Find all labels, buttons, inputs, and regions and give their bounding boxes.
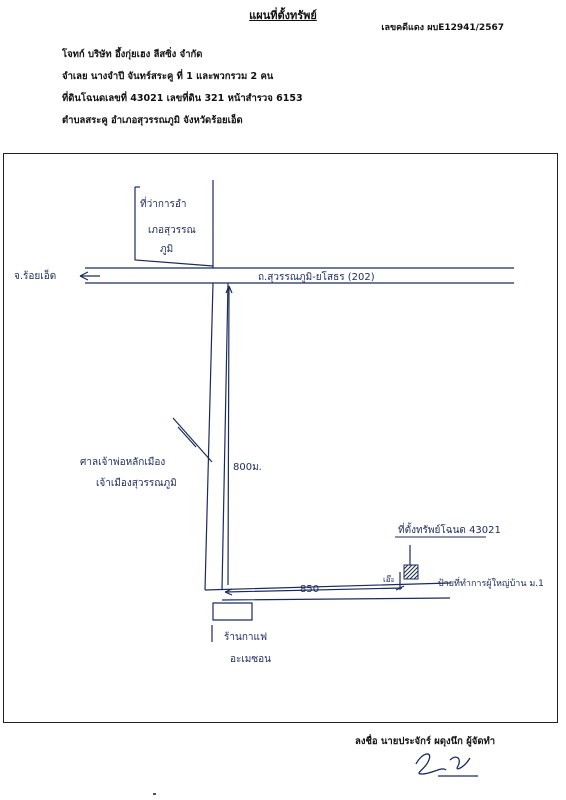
signature-image — [415, 753, 478, 777]
scan-speck — [153, 793, 156, 795]
district-office-label-1: ที่ว่าการอำ — [140, 196, 186, 210]
distance-arrow — [225, 285, 233, 586]
district-office-label-3: ภูมิ — [160, 244, 173, 255]
vertical-road — [204, 282, 229, 591]
map-frame — [3, 153, 558, 723]
property-label: ที่ตั้งทรัพย์โฉนด 43021 — [398, 522, 501, 536]
landmark-label-2: อะเมซอน — [230, 654, 271, 665]
page-title: แผนที่ตั้งทรัพย์ — [249, 9, 317, 22]
side-road — [204, 582, 451, 601]
shrine-label-2: เจ้าเมืองสุวรรณภูมิ — [96, 477, 177, 489]
location-line: ตำบลสระคู อำเภอสุวรรณภูมิ จังหวัดร้อยเอ็… — [62, 115, 243, 126]
village-office-label: ป้ายที่ทำการผู้ใหญ่บ้าน ม.1 — [438, 576, 544, 589]
deed-line: ที่ดินโฉนดเลขที่ 43021 เลขที่ดิน 321 หน้… — [62, 93, 303, 104]
defendant-line: จำเลย นางจำปี จันทร์สระคู ที่ 1 และพวกรว… — [62, 71, 274, 82]
distance-horizontal-label: 850 — [300, 584, 319, 595]
property-marker — [403, 564, 419, 580]
arrow-left-icon — [79, 271, 100, 281]
shrine-pointer — [172, 417, 213, 463]
highway-label: ถ.สุวรรณภูมิ-ยโสธร (202) — [258, 270, 375, 283]
marker-label: เอ๊ะ — [383, 574, 395, 584]
shrine-label-1: ศาลเจ้าพ่อหลักเมือง — [80, 456, 165, 468]
landmark-label-1: ร้านกาแฟ — [224, 631, 267, 643]
landmark-box — [212, 602, 253, 621]
highway-road — [85, 267, 514, 284]
plaintiff-line: โจทก์ บริษัท อึ้งกุ่ยเฮง ลีสซิ่ง จำกัด — [62, 49, 203, 60]
signature-line: ลงชื่อ นายประจักร์ ผดุงนึก ผู้จัดทำ — [355, 736, 496, 747]
district-office-box — [134, 180, 214, 268]
distance-vertical-label: 800ม. — [233, 462, 262, 473]
direction-left-label: จ.ร้อยเอ็ด — [14, 268, 56, 282]
case-reference: เลขคดีแดง ผบE12941/2567 — [381, 23, 504, 33]
district-office-label-2: เภอสุวรรณ — [148, 225, 196, 236]
